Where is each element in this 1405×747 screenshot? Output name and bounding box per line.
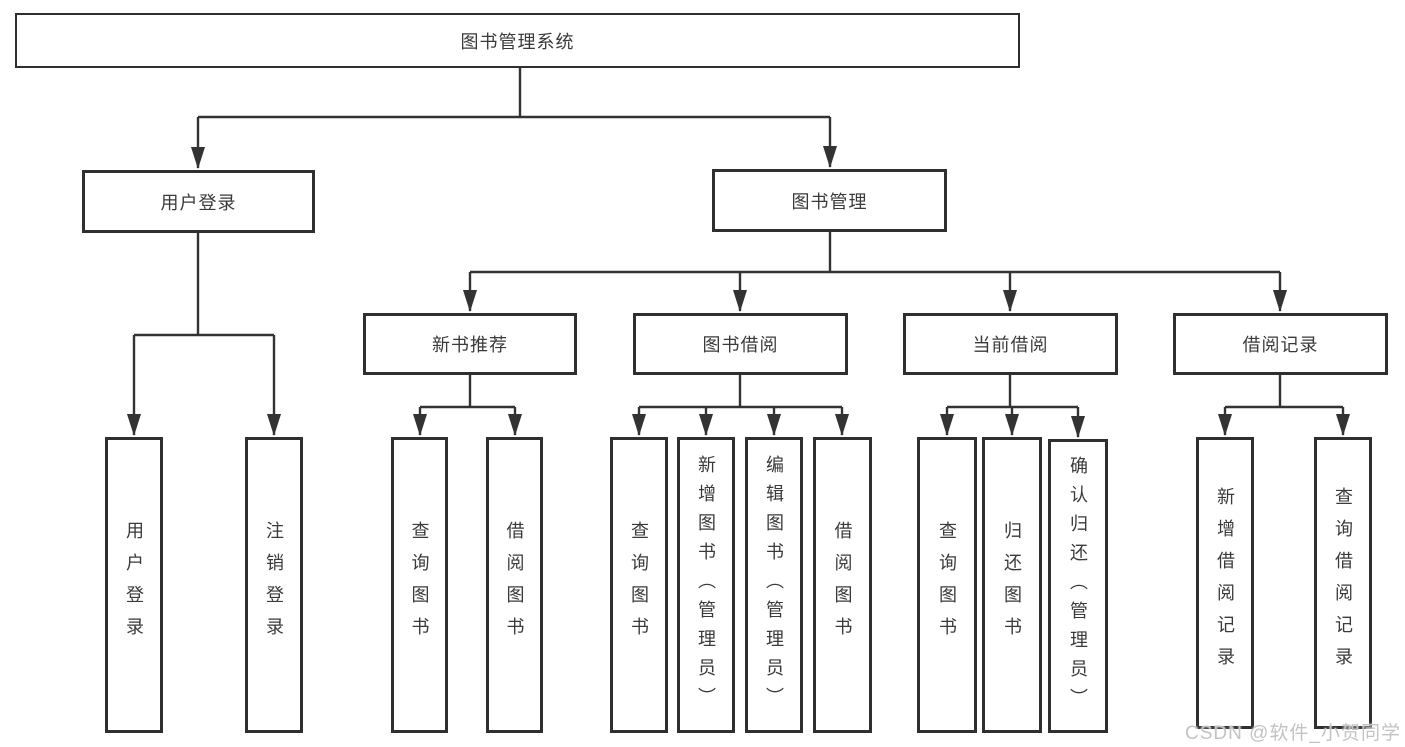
leaf-borrow-query-books: 查询图书 — [610, 437, 668, 733]
node-current-borrowing-label: 当前借阅 — [972, 335, 1049, 355]
node-book-management-branch: 图书管理 — [712, 169, 947, 232]
node-new-book-recommend-label: 新书推荐 — [432, 335, 508, 355]
csdn-watermark: CSDN @软件_小贺同学 — [1185, 723, 1401, 744]
leaf-current-query-books: 查询图书 — [917, 437, 977, 733]
leaf-rec-borrow-books-label: 借阅图书 — [504, 521, 525, 649]
leaf-borrow-edit-books-admin-label: 编辑图书（管理员） — [764, 454, 784, 716]
leaf-borrow-add-books-admin: 新增图书（管理员） — [677, 437, 735, 733]
node-new-book-recommend: 新书推荐 — [363, 313, 577, 375]
leaf-borrow-borrow-books-label: 借阅图书 — [832, 521, 853, 649]
leaf-current-confirm-return-admin-label: 确认归还（管理员） — [1068, 455, 1088, 717]
node-root-system: 图书管理系统 — [15, 13, 1020, 68]
leaf-user-login-label: 用户登录 — [124, 521, 144, 649]
leaf-record-query-record: 查询借阅记录 — [1314, 437, 1372, 729]
leaf-rec-query-books-label: 查询图书 — [409, 521, 430, 649]
node-borrowing-record: 借阅记录 — [1173, 313, 1388, 375]
leaf-logout: 注销登录 — [245, 437, 303, 733]
leaf-borrow-borrow-books: 借阅图书 — [813, 437, 872, 733]
node-book-borrowing-label: 图书借阅 — [702, 335, 779, 355]
leaf-borrow-query-books-label: 查询图书 — [629, 521, 649, 649]
node-book-borrowing: 图书借阅 — [633, 313, 848, 375]
node-current-borrowing: 当前借阅 — [903, 313, 1118, 375]
node-borrowing-record-label: 借阅记录 — [1242, 335, 1319, 355]
leaf-record-add-record: 新增借阅记录 — [1196, 437, 1254, 729]
node-book-management-branch-label: 图书管理 — [791, 191, 868, 212]
leaf-current-return-books: 归还图书 — [982, 437, 1042, 733]
leaf-rec-query-books: 查询图书 — [391, 437, 448, 733]
leaf-rec-borrow-books: 借阅图书 — [486, 437, 543, 733]
leaf-user-login: 用户登录 — [105, 437, 163, 733]
leaf-record-add-record-label: 新增借阅记录 — [1215, 487, 1235, 679]
node-user-login-branch: 用户登录 — [82, 170, 315, 233]
leaf-borrow-edit-books-admin: 编辑图书（管理员） — [745, 437, 803, 733]
node-root-system-label: 图书管理系统 — [460, 31, 575, 52]
leaf-logout-label: 注销登录 — [264, 521, 284, 649]
leaf-current-confirm-return-admin: 确认归还（管理员） — [1048, 439, 1108, 733]
leaf-borrow-add-books-admin-label: 新增图书（管理员） — [696, 454, 716, 716]
leaf-current-return-books-label: 归还图书 — [1002, 521, 1022, 649]
leaf-current-query-books-label: 查询图书 — [937, 521, 957, 649]
node-user-login-branch-label: 用户登录 — [160, 192, 237, 213]
leaf-record-query-record-label: 查询借阅记录 — [1333, 487, 1353, 679]
